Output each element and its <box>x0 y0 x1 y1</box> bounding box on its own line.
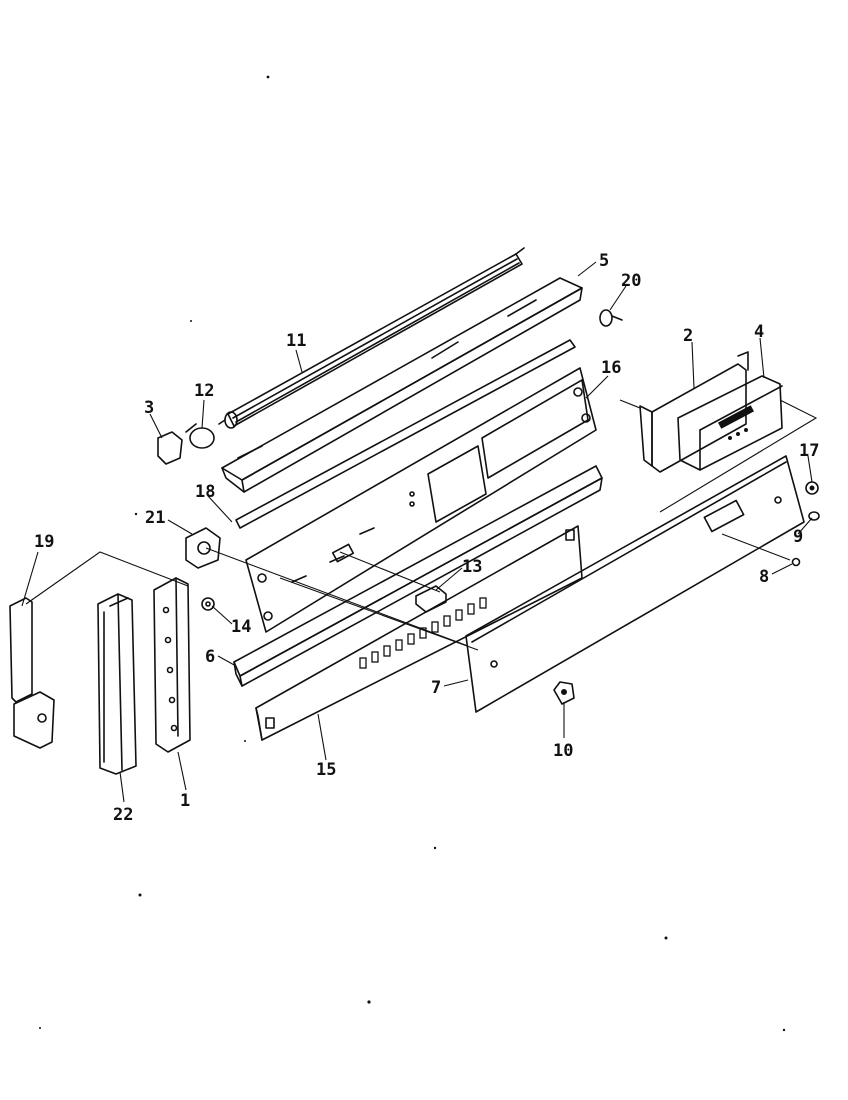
callout-20: 20 <box>621 271 641 291</box>
callout-4: 4 <box>754 322 764 342</box>
part-7-glass-panel <box>465 455 805 713</box>
callout-12: 12 <box>194 381 214 401</box>
part-22-end-cap <box>97 593 137 775</box>
vent-slots <box>359 597 487 669</box>
callout-labels: 1 2 3 4 5 6 7 8 9 10 11 12 13 14 15 16 1… <box>34 251 819 825</box>
callout-18: 18 <box>195 482 215 502</box>
assembly-guide-lines <box>25 399 818 605</box>
part-15-vented-strip <box>255 525 583 741</box>
part-3-lamp-holder <box>157 431 183 465</box>
leader-lines <box>21 261 813 803</box>
part-16-backplate <box>245 367 597 633</box>
part-14-washer <box>201 597 215 611</box>
callout-5: 5 <box>599 251 609 271</box>
callout-17: 17 <box>799 441 819 461</box>
callout-11: 11 <box>286 331 306 351</box>
part-12-lamp-socket <box>185 423 215 449</box>
part-19-hinge-bracket <box>9 597 55 749</box>
callout-22: 22 <box>113 805 133 825</box>
callout-10: 10 <box>553 741 573 761</box>
callout-21: 21 <box>145 508 165 528</box>
callout-9: 9 <box>793 527 803 547</box>
callout-14: 14 <box>231 617 251 637</box>
part-9-screw <box>808 511 820 521</box>
part-18-strip <box>235 339 576 529</box>
part-21-switch <box>185 527 221 569</box>
part-2-bracket <box>639 351 749 473</box>
part-6-lower-channel <box>233 465 603 687</box>
callout-1: 1 <box>180 791 190 811</box>
part-11-fluorescent-tube <box>218 247 525 429</box>
callout-15: 15 <box>316 760 336 780</box>
part-10-knob <box>553 681 575 705</box>
callout-13: 13 <box>462 557 482 577</box>
part-17-knob <box>805 481 819 495</box>
part-20-clip <box>599 309 623 327</box>
callout-8: 8 <box>759 567 769 587</box>
callout-3: 3 <box>144 398 154 418</box>
callout-19: 19 <box>34 532 54 552</box>
part-4-electronic-control <box>677 375 783 471</box>
part-5-trim-channel <box>221 277 583 493</box>
callout-7: 7 <box>431 678 441 698</box>
scan-specks <box>39 75 786 1032</box>
part-8-screw <box>791 557 801 567</box>
callout-16: 16 <box>601 358 621 378</box>
callout-6: 6 <box>205 647 215 667</box>
part-1-side-bracket <box>153 577 191 753</box>
part-13-lock <box>415 585 447 613</box>
callout-2: 2 <box>683 326 693 346</box>
